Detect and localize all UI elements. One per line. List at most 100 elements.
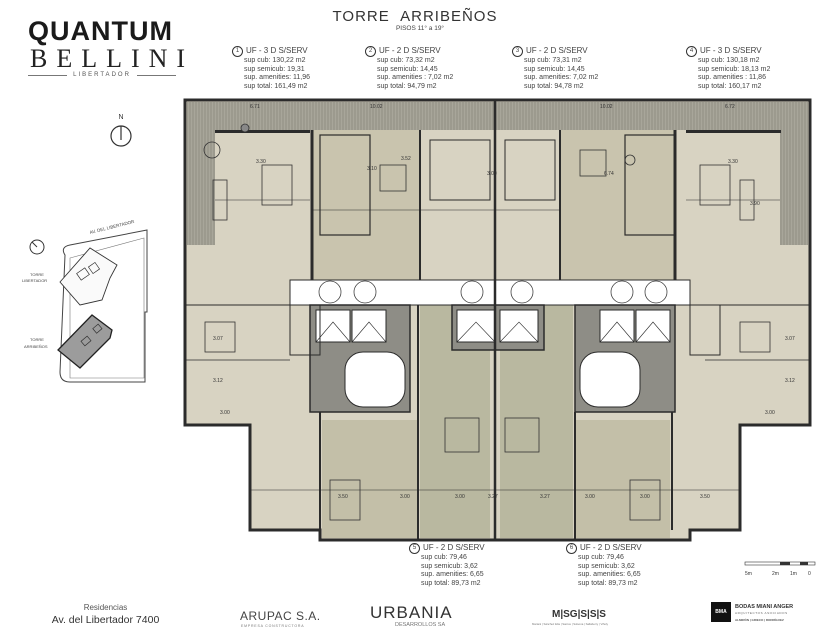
scale-label: 0 <box>808 571 811 577</box>
unit-amenities: sup. amenities: 6,65 <box>421 571 484 579</box>
unit-total: sup total: 89,73 m2 <box>421 579 481 587</box>
unit-number: 5 <box>409 543 420 554</box>
logo-urbania: URBANIA <box>370 603 453 622</box>
unit-cub: sup cub: 79,46 <box>421 554 467 561</box>
unit-type: UF - 3 D S/SERV <box>246 46 308 56</box>
unit-total: sup total: 94,78 m2 <box>524 82 584 90</box>
room-dim-label: 3.12 <box>213 378 223 384</box>
unit-semicub: sup semicub: 19,31 <box>244 65 305 73</box>
logo-bma-sub2: ALMIRÓN | GRIECO | RODRÍGUEZ <box>735 618 784 622</box>
logo-urbania-sub: DESARROLLOS SA <box>395 622 446 628</box>
terrace-right <box>780 130 808 245</box>
site-plan: AV. DEL LIBERTADOR TORRE LIBERTADOR TORR… <box>22 220 148 383</box>
unit-semicub: sup semicub: 14,45 <box>377 65 438 73</box>
footer-residencias: Residencias <box>83 603 128 612</box>
title-b: ARRIBEÑOS <box>400 8 498 25</box>
unit-type: UF - 2 D S/SERV <box>379 46 441 56</box>
room-dim-label: 3.50 <box>700 494 710 500</box>
dim-label: 6.72 <box>725 104 735 110</box>
logo-arupac-sub: EMPRESA CONSTRUCTORA <box>241 624 305 628</box>
unit-cub: sup cub: 130,18 m2 <box>698 57 760 64</box>
logo-bma: BODAS MIANI ANGER <box>735 604 794 610</box>
bedroom-5 <box>322 420 417 538</box>
unit-amenities: sup. amenities : 7,02 m2 <box>377 74 454 82</box>
room-dim-label: 3.10 <box>367 166 377 172</box>
unit-cub: sup cub: 73,31 m2 <box>524 57 582 64</box>
room-dim-label: 6.74 <box>604 171 614 177</box>
brand-logo-libertador: LIBERTADOR <box>28 72 176 78</box>
room-dim-label: 3.07 <box>213 336 223 342</box>
room-dim-label: 3.00 <box>400 494 410 500</box>
logo-msgsss: M|SG|S|S|S <box>552 609 606 620</box>
unit-number: 2 <box>365 46 376 57</box>
room-dim-label: 3.52 <box>401 156 411 162</box>
terrace-left <box>187 130 215 245</box>
footer-address: Av. del Libertador 7400 <box>51 614 160 626</box>
room-dim-label: 3.00 <box>455 494 465 500</box>
terrace <box>187 102 808 130</box>
site-tower2-label: TORRE <box>30 337 44 342</box>
unit-semicub: sup semicub: 3,62 <box>578 562 635 570</box>
room-dim-label: 3.27 <box>540 494 550 500</box>
room-dim-label: 3.00 <box>220 410 230 416</box>
unit-amenities: sup. amenities: 11,96 <box>244 74 311 82</box>
logo-msgsss-sub: Mariani | Sánchez Elía | Santos | Solson… <box>532 622 609 626</box>
unit-type: UF - 2 D S/SERV <box>580 543 642 553</box>
title-a: TORRE <box>332 8 390 25</box>
scale-bar: 5m 2m 1m 0 <box>744 561 816 577</box>
unit-total: sup total: 161,49 m2 <box>244 82 308 90</box>
north-label: N <box>118 114 123 121</box>
room-dim-label: 3.50 <box>338 494 348 500</box>
page-subtitle: PISOS 11° a 19° <box>395 25 445 32</box>
unit-amenities: sup. amenities: 6,65 <box>578 571 641 579</box>
page-title: TORRE ARRIBEÑOS <box>0 8 840 25</box>
brand-logo-quantum: QUANTUM <box>28 16 173 46</box>
unit-number: 3 <box>512 46 523 57</box>
walls <box>185 100 810 540</box>
unit-cub: sup cub: 73,32 m2 <box>377 57 435 64</box>
room-dim-label: 3.27 <box>488 494 498 500</box>
brand-sub: LIBERTADOR <box>73 72 131 78</box>
room-dim-label: 3.12 <box>785 378 795 384</box>
scale-label: 1m <box>790 571 797 577</box>
room-dim-label: 3.00 <box>765 410 775 416</box>
unit-cub: sup cub: 79,46 <box>578 554 624 561</box>
dim-label: 6.71 <box>250 104 260 110</box>
room-dim-label: 3.00 <box>640 494 650 500</box>
dim-label: 10.02 <box>370 104 383 110</box>
room-dim-label: 3.07 <box>785 336 795 342</box>
logo-bma-box: BMA <box>711 602 731 622</box>
unit-total: sup total: 160,17 m2 <box>698 82 762 90</box>
corridor <box>289 279 691 306</box>
bedroom-6 <box>575 420 670 538</box>
unit-3-area <box>560 130 675 280</box>
room-dim-label: 3.00 <box>487 171 497 177</box>
elevator-core-center <box>451 304 545 351</box>
unit-type: UF - 2 D S/SERV <box>526 46 588 56</box>
unit-2-area <box>312 130 420 280</box>
unit-total: sup total: 89,73 m2 <box>578 579 638 587</box>
logo-arupac: ARUPAC S.A. <box>240 609 321 623</box>
scale-label: 5m <box>745 571 752 577</box>
scale-label: 2m <box>772 571 779 577</box>
logo-bma-sub: ARQUITECTOS ASOCIADOS <box>735 611 788 615</box>
unit-semicub: sup semicub: 18,13 m2 <box>698 65 771 73</box>
unit-amenities: sup. amenities: 7,02 m2 <box>524 74 599 82</box>
elevator-core-right <box>574 304 676 413</box>
room-dim-label: 3.30 <box>728 159 738 165</box>
unit-total: sup total: 94,79 m2 <box>377 82 437 90</box>
unit-amenities: sup. amenities : 11,86 <box>698 74 766 82</box>
room-dim-label: 3.90 <box>750 201 760 207</box>
unit-cub: sup cub: 130,22 m2 <box>244 57 306 64</box>
elevator-core-left <box>309 304 411 413</box>
unit-semicub: sup semicub: 14,45 <box>524 65 585 73</box>
site-tower1-label: TORRE <box>30 272 44 277</box>
site-tower2-label: ARRIBEÑOS <box>24 344 48 349</box>
unit-type: UF - 2 D S/SERV <box>423 543 485 553</box>
